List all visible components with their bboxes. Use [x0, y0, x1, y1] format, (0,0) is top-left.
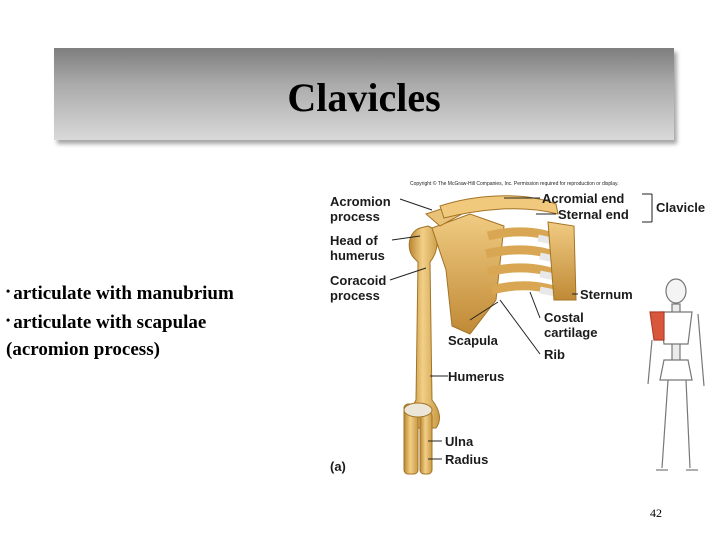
label-costal-cartilage: Costal cartilage — [544, 310, 598, 340]
slide-title: Clavicles — [287, 75, 441, 120]
label-sternum: Sternum — [580, 287, 633, 302]
label-sternal-end: Sternal end — [558, 207, 629, 222]
skeleton-icon — [647, 278, 705, 471]
label-head-of-humerus: Head of humerus — [330, 233, 385, 263]
clavicle-bone — [439, 195, 559, 219]
label-scapula: Scapula — [448, 333, 498, 348]
forearm-bones — [403, 402, 433, 475]
bullet-dot: • — [6, 313, 11, 327]
bullet-continuation: (acromion process) — [6, 339, 160, 360]
bullet-item: •articulate with scapulae — [6, 312, 207, 333]
figure-copyright: Copyright © The McGraw-Hill Companies, I… — [410, 181, 619, 187]
title-banner: Clavicles — [54, 48, 674, 140]
label-acromial-end: Acromial end — [542, 191, 625, 206]
label-humerus: Humerus — [448, 369, 505, 384]
label-panel-a: (a) — [330, 459, 346, 474]
bullet-item: •articulate with manubrium — [6, 283, 234, 304]
label-acromion-process: Acromion process — [330, 194, 391, 224]
label-rib: Rib — [544, 347, 565, 362]
page-number: 42 — [650, 506, 662, 520]
label-coracoid-process: Coracoid process — [330, 273, 387, 303]
label-ulna: Ulna — [445, 434, 474, 449]
leader-lines — [389, 193, 653, 460]
label-radius: Radius — [445, 452, 489, 467]
humerus-bone — [408, 225, 440, 429]
sternum-bone — [547, 221, 577, 301]
shoulder-anatomy-illustration — [389, 193, 705, 475]
bullet-list: •articulate with manubrium •articulate w… — [6, 278, 234, 363]
label-clavicle: Clavicle — [656, 200, 706, 215]
bullet-dot: • — [6, 284, 11, 298]
